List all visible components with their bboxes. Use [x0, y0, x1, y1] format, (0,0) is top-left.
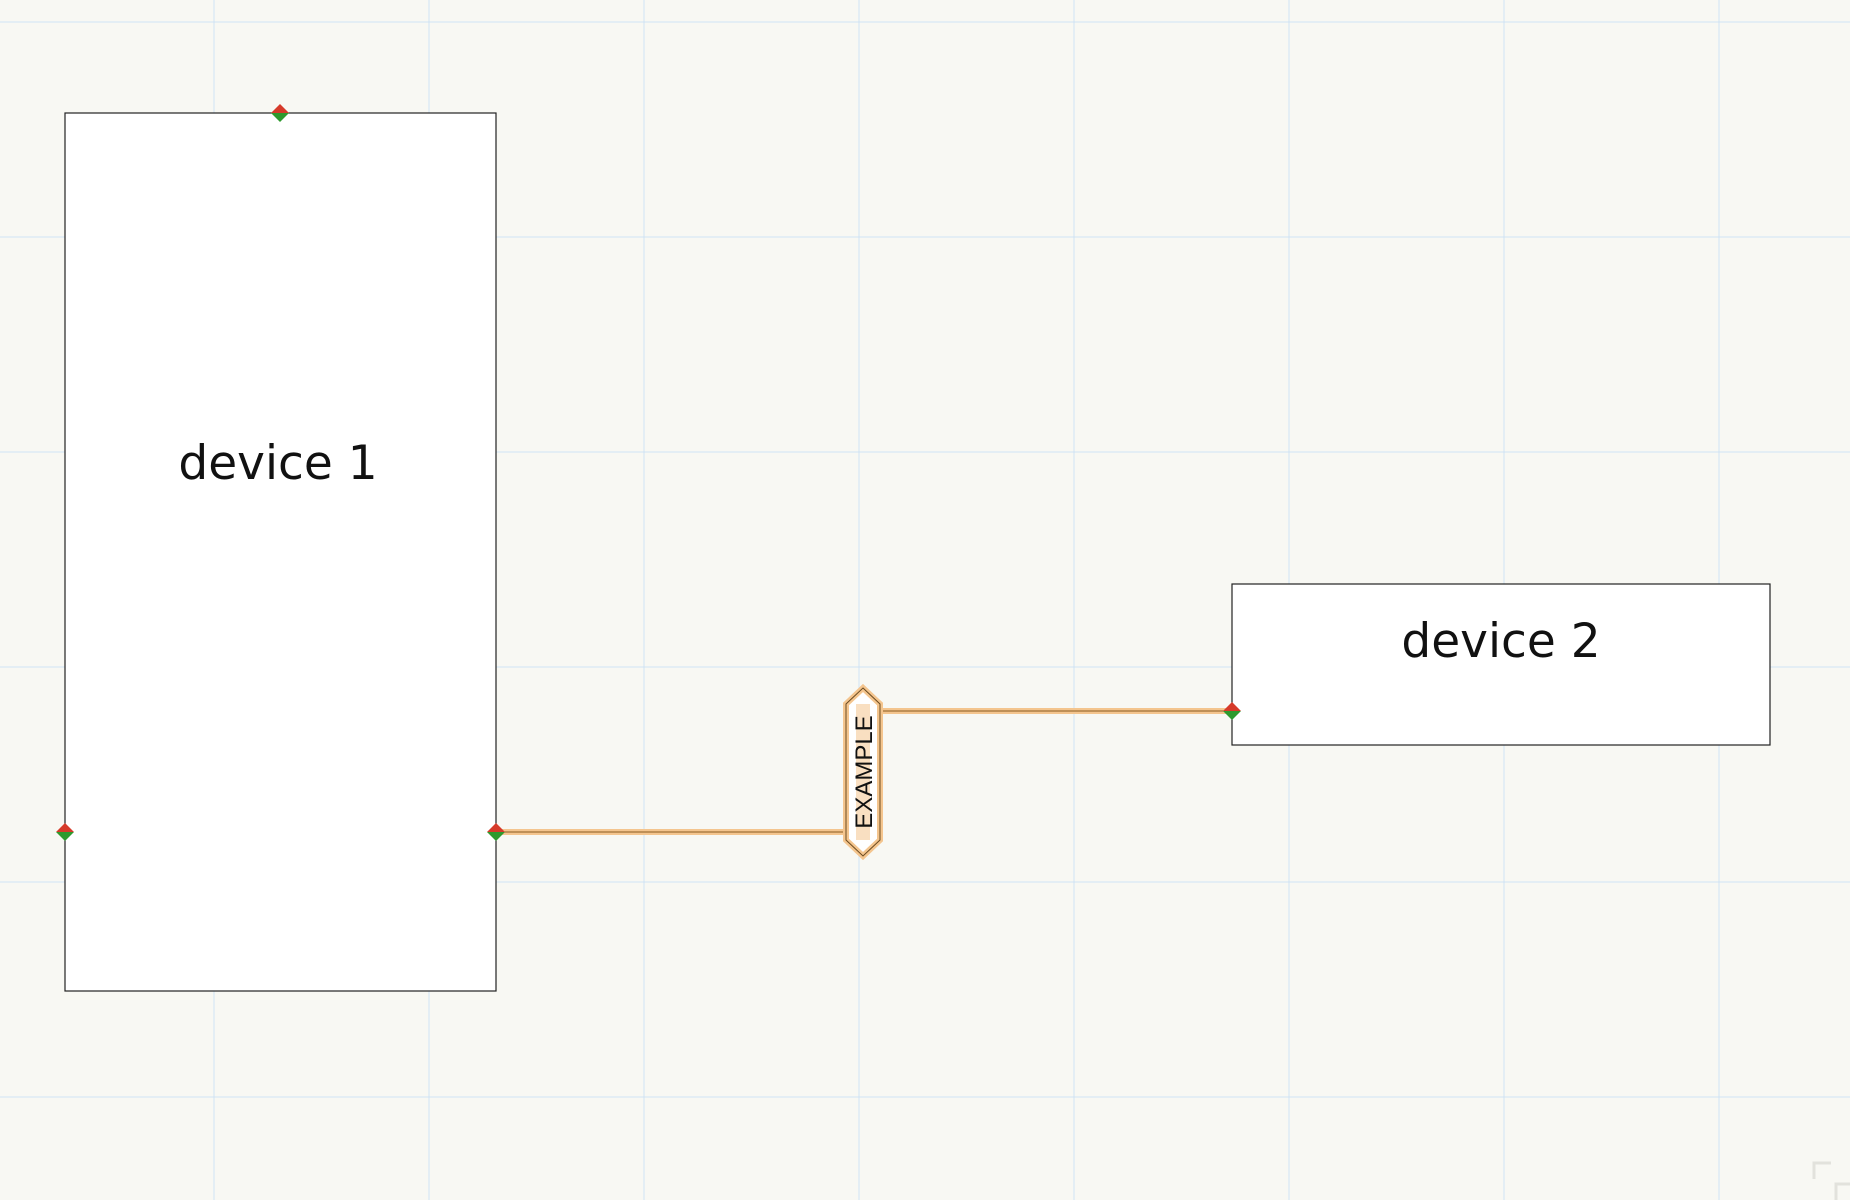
connection-label-badge[interactable]: EXAMPLE: [843, 683, 883, 861]
port-right-marker[interactable]: [487, 823, 505, 841]
device-1-label: device 1: [178, 436, 377, 491]
resize-corner-marks: [1812, 1161, 1850, 1200]
port-top-marker[interactable]: [271, 104, 289, 122]
connection-label: EXAMPLE: [851, 715, 878, 828]
device-2-label: device 2: [1401, 614, 1600, 669]
port-left-marker[interactable]: [56, 823, 74, 841]
device-1-node[interactable]: device 1: [64, 112, 497, 992]
ports: [56, 104, 1241, 841]
device-2-node[interactable]: device 2: [1231, 583, 1771, 746]
connection-line[interactable]: [496, 708, 1232, 835]
port-device-2-marker[interactable]: [1223, 702, 1241, 720]
